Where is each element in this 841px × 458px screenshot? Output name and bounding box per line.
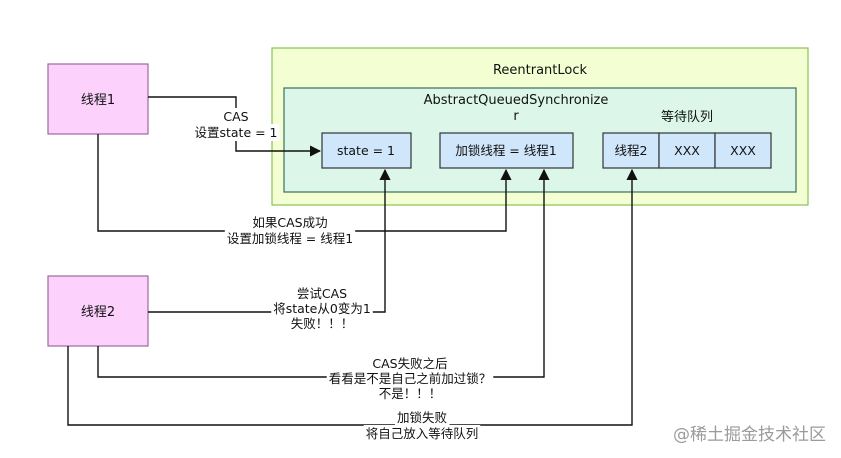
queue-node-xxx-2-label: XXX [730, 143, 756, 158]
edge-label-bg [394, 409, 450, 426]
watermark: @稀土掘金技术社区 [673, 425, 826, 445]
edge-label-bg [288, 315, 356, 332]
state-node [321, 132, 412, 169]
edge-label-bg [363, 425, 481, 442]
thread1-box [47, 63, 149, 135]
lock-owner-node-label: 加锁线程 = 线程1 [455, 143, 556, 158]
edge-label-bg [271, 300, 373, 317]
reentrantlock-label: ReentrantLock [493, 63, 588, 78]
edge-label-check-owner-line3: 不是！！！ [379, 386, 442, 401]
edge-label-cas-line2: 设置state = 1 [194, 125, 277, 140]
edge-label-bg [221, 108, 251, 125]
aqs-label-line2: r [513, 109, 519, 124]
queue-node-xxx-2 [714, 132, 772, 169]
edge-label-bg [376, 385, 444, 402]
edge-thread2-enqueue [67, 168, 638, 426]
edge-label-try-cas-line1: 尝试CAS [297, 286, 347, 301]
edge-label-bg [224, 230, 356, 247]
edge-label-bg [250, 214, 330, 231]
edge-label-try-cas-line2: 将state从0变为1 [273, 301, 371, 316]
state-node-label: state = 1 [337, 143, 395, 158]
edge-label-bg [192, 124, 280, 141]
edge-thread2-try-cas [148, 168, 391, 313]
edge-label-check-owner-line2: 看看是不是自己之前加过锁？ [329, 371, 492, 386]
thread2-label: 线程2 [81, 305, 115, 320]
aqs-label-line1: AbstractQueuedSynchronize [424, 93, 609, 108]
edge-label-bg [326, 370, 494, 387]
edge-label-enqueue-line1: 加锁失败 [397, 410, 448, 425]
lock-owner-node [439, 132, 574, 169]
queue-node-thread2 [602, 132, 660, 169]
edge-label-try-cas-line3: 失败！！！ [291, 316, 354, 331]
queue-node-thread2-label: 线程2 [615, 143, 648, 158]
edge-label-cas-success-line2: 设置加锁线程 = 线程1 [227, 231, 353, 246]
edge-label-bg [294, 285, 350, 302]
queue-node-xxx-1 [658, 132, 716, 169]
edge-label-cas-line1: CAS [223, 109, 248, 124]
edge-label-check-owner-line1: CAS失败之后 [372, 356, 447, 371]
thread1-label: 线程1 [81, 93, 115, 108]
edge-label-bg [370, 355, 450, 372]
edge-label-enqueue-line2: 将自己放入等待队列 [366, 426, 479, 441]
edge-label-cas-success-line1: 如果CAS成功 [252, 215, 327, 230]
edge-thread2-check-owner [97, 168, 550, 378]
wait-queue-label: 等待队列 [661, 109, 713, 125]
queue-node-xxx-1-label: XXX [674, 143, 700, 158]
